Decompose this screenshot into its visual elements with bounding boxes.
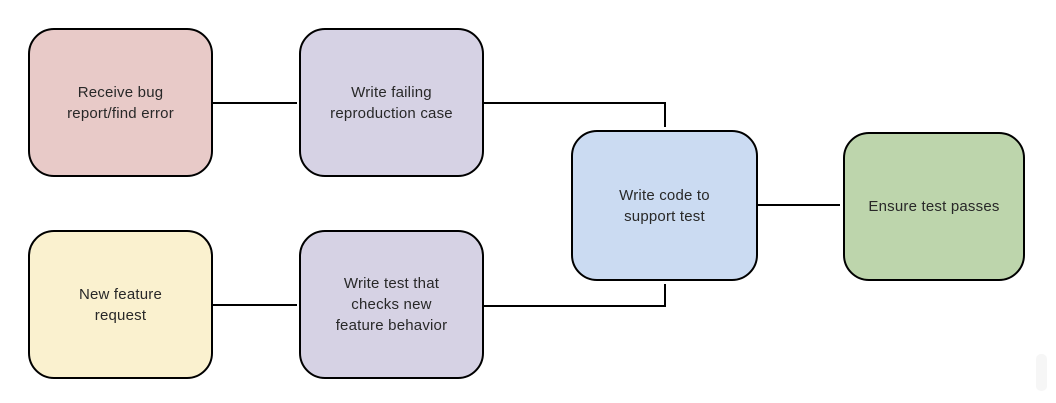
node-ensure-test-passes: Ensure test passes: [843, 132, 1025, 281]
edge-write-failing-to-write-code: [484, 102, 666, 127]
node-receive-bug-report: Receive bug report/find error: [28, 28, 213, 177]
node-new-feature-request: New feature request: [28, 230, 213, 379]
node-write-test-checks-feature: Write test that checks new feature behav…: [299, 230, 484, 379]
node-write-code-support-test: Write code to support test: [571, 130, 758, 281]
node-write-failing-reproduction-case: Write failing reproduction case: [299, 28, 484, 177]
scrollbar-thumb[interactable]: [1036, 354, 1047, 391]
edge-write-test-to-write-code: [484, 284, 666, 307]
